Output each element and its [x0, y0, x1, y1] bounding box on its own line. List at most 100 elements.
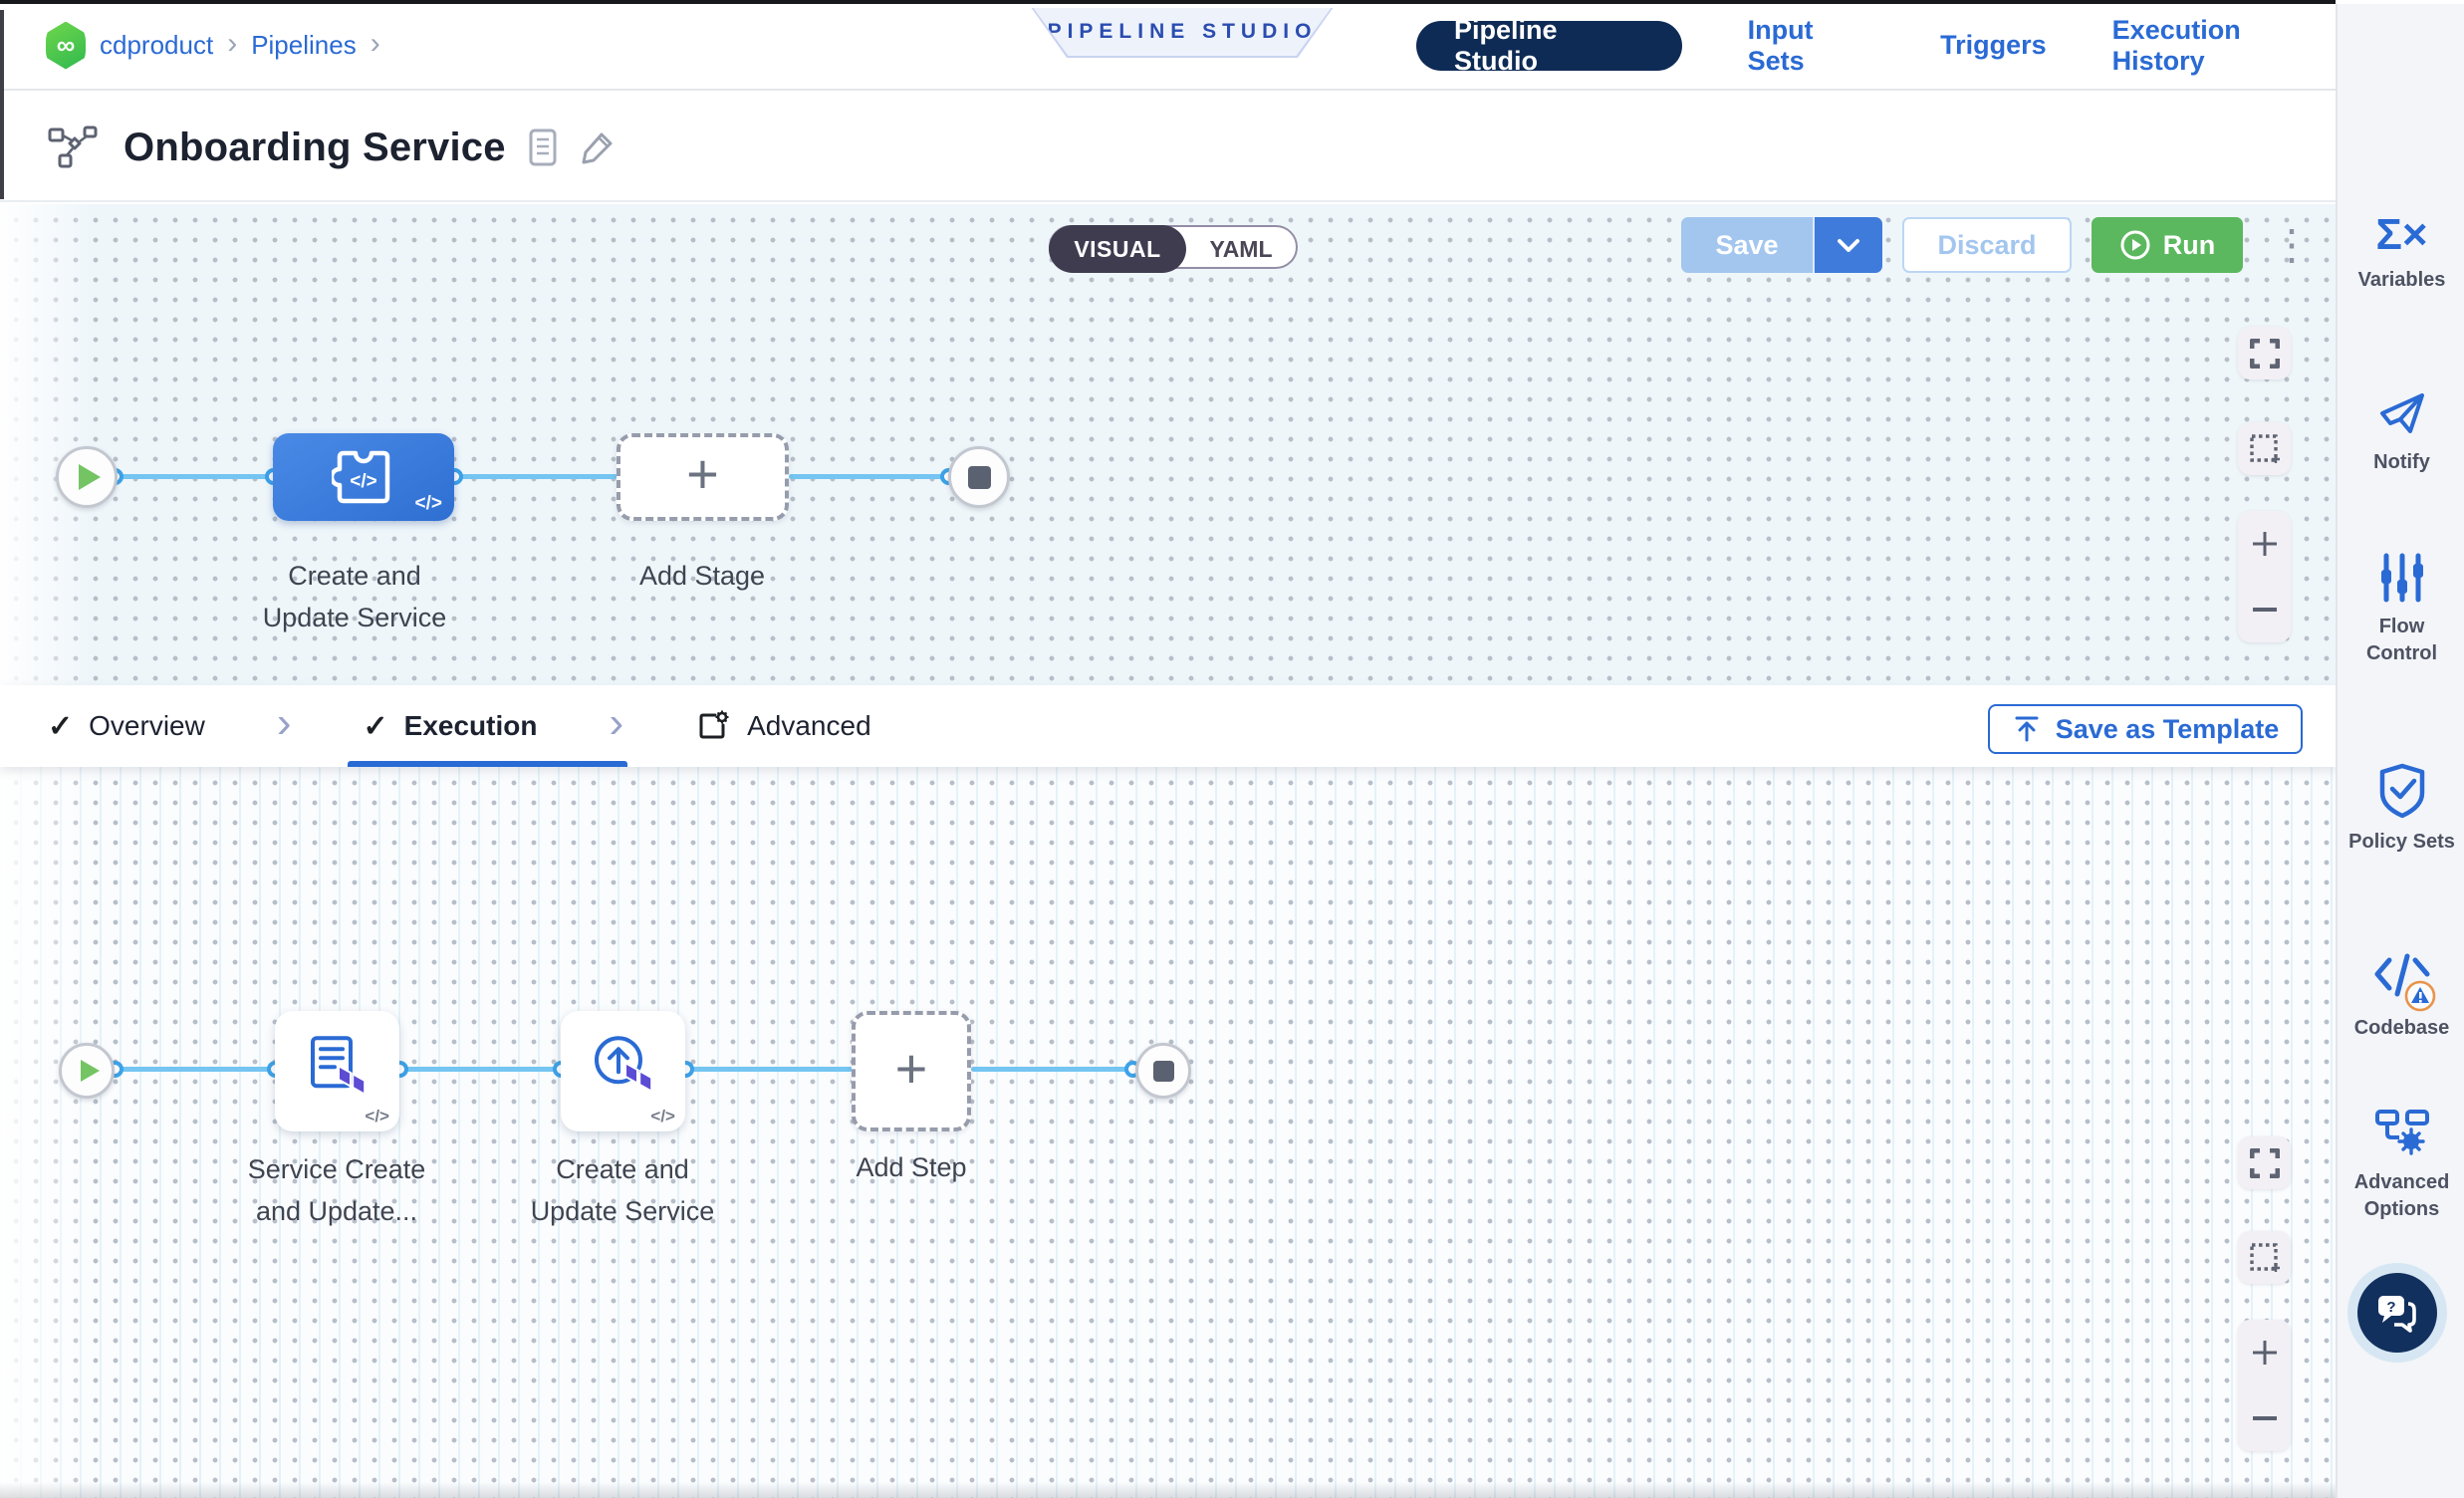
- window-edge: [0, 0, 2336, 4]
- breadcrumb-project-link[interactable]: cdproduct: [100, 30, 214, 60]
- fit-icon: [2249, 1147, 2280, 1178]
- stage-canvas[interactable]: </> </> Create and Update Service + Add …: [0, 204, 2336, 685]
- apply-rollout-icon: [589, 1032, 658, 1103]
- stop-icon: [967, 465, 991, 489]
- play-icon: [79, 464, 101, 490]
- edge-addstage-end: [789, 474, 949, 479]
- discard-button[interactable]: Discard: [1902, 217, 2072, 273]
- edge: [95, 1067, 276, 1072]
- save-dropdown-button[interactable]: [1813, 217, 1882, 273]
- edge-stage-addstage: [454, 474, 617, 479]
- nav-tab-pipeline-studio[interactable]: Pipeline Studio: [1416, 15, 1682, 76]
- dot-grid: [0, 767, 2336, 1498]
- save-button[interactable]: Save: [1681, 217, 1813, 273]
- codebase-warning-badge: [2404, 980, 2435, 1012]
- step-create-update-service[interactable]: </>: [561, 1011, 685, 1131]
- visual-yaml-toggle[interactable]: VISUAL YAML: [1049, 225, 1298, 273]
- zoom-control: [2238, 1320, 2291, 1451]
- add-stage-label: Add Stage: [638, 561, 766, 591]
- edit-pencil-icon[interactable]: [580, 129, 616, 165]
- check-icon: ✓: [48, 709, 74, 743]
- chevron-right-icon: ›: [609, 698, 624, 747]
- upload-icon: [2015, 716, 2039, 742]
- minus-icon: [2252, 608, 2277, 612]
- edge: [685, 1067, 853, 1072]
- save-as-template-button[interactable]: Save as Template: [1988, 704, 2303, 754]
- help-chat-icon: ?: [2378, 1296, 2416, 1333]
- zoom-in-button[interactable]: [2238, 1320, 2291, 1385]
- pipeline-start-node[interactable]: [56, 446, 118, 508]
- plus-icon: [2252, 532, 2277, 556]
- minus-icon: [2252, 1416, 2277, 1420]
- help-chat-button[interactable]: ?: [2357, 1273, 2437, 1353]
- svg-text:?: ?: [2386, 1299, 2395, 1316]
- pipeline-end-node[interactable]: [948, 446, 1010, 508]
- tab-overview[interactable]: ✓ Overview: [48, 709, 205, 743]
- codebase-icon: [2374, 953, 2429, 997]
- sidebar-item-advanced-options[interactable]: Advanced Options: [2338, 1108, 2464, 1223]
- code-marker-icon: </>: [414, 493, 442, 514]
- marquee-icon: [2249, 433, 2280, 463]
- tab-execution[interactable]: ✓ Execution: [363, 709, 538, 743]
- zoom-control: [2238, 511, 2291, 642]
- sidebar-item-codebase[interactable]: Codebase: [2338, 950, 2464, 1042]
- toggle-visual[interactable]: VISUAL: [1049, 225, 1186, 273]
- fit-to-screen-button[interactable]: [2238, 327, 2291, 379]
- right-sidebar: Σ× Variables Notify Flow Control Policy …: [2336, 4, 2464, 1498]
- play-icon: [80, 1060, 100, 1082]
- run-button[interactable]: Run: [2092, 217, 2243, 273]
- stage-label: Create and Update Service: [262, 561, 447, 632]
- edge: [399, 1067, 562, 1072]
- execution-end-node[interactable]: [1135, 1043, 1191, 1099]
- marquee-select-button[interactable]: [2238, 1231, 2291, 1284]
- add-step-label: Add Step: [856, 1152, 967, 1182]
- save-button-group: Save: [1681, 217, 1882, 273]
- marquee-icon: [2249, 1242, 2280, 1272]
- breadcrumb-pipelines-link[interactable]: Pipelines: [251, 30, 357, 60]
- zoom-out-button[interactable]: [2238, 1385, 2291, 1451]
- custom-stage-icon: </>: [332, 450, 390, 504]
- nav-tab-triggers[interactable]: Triggers: [1940, 30, 2047, 60]
- fit-icon: [2249, 338, 2280, 369]
- flow-control-sliders-icon: [2380, 553, 2423, 603]
- step-label: Create and Update Service: [530, 1154, 715, 1226]
- code-marker-icon: </>: [365, 1107, 389, 1125]
- sidebar-item-policy-sets[interactable]: Policy Sets: [2338, 763, 2464, 856]
- plus-icon: +: [686, 442, 719, 505]
- variables-icon: Σ×: [2375, 210, 2428, 259]
- more-options-button[interactable]: ⋮: [2271, 221, 2313, 269]
- sidebar-item-flow-control[interactable]: Flow Control: [2338, 552, 2464, 667]
- toggle-yaml[interactable]: YAML: [1209, 235, 1273, 262]
- edge-start-stage: [95, 474, 274, 479]
- nav-tab-execution-history[interactable]: Execution History: [2111, 14, 2241, 76]
- nav-tab-input-sets[interactable]: Input Sets: [1747, 14, 1814, 76]
- chevron-right-icon: ›: [370, 26, 380, 60]
- stop-icon: [1152, 1060, 1174, 1082]
- step-service-create-update[interactable]: </>: [275, 1011, 399, 1131]
- zoom-out-button[interactable]: [2238, 577, 2291, 642]
- stage-config-tabbar: ✓ Overview › ✓ Execution › Advanced: [0, 685, 2336, 767]
- execution-step-canvas[interactable]: </> Service Create and Update... </> C: [0, 767, 2336, 1498]
- notes-icon[interactable]: [528, 128, 558, 166]
- pipeline-studio-banner: PIPELINE STUDIO: [1031, 8, 1334, 58]
- plus-icon: [2252, 1341, 2277, 1365]
- window-edge: [0, 10, 4, 199]
- add-stage-button[interactable]: +: [616, 433, 789, 521]
- harness-logo-icon[interactable]: ∞: [46, 21, 86, 70]
- pipeline-title: Onboarding Service: [123, 125, 506, 169]
- fit-to-screen-button[interactable]: [2238, 1136, 2291, 1189]
- sidebar-item-variables[interactable]: Σ× Variables: [2357, 210, 2446, 292]
- chevron-right-icon: ›: [227, 26, 238, 60]
- stage-node-create-update-service[interactable]: </> </>: [273, 433, 454, 521]
- chevron-right-icon: ›: [276, 698, 292, 747]
- step-label: Service Create and Update...: [247, 1154, 426, 1226]
- sidebar-item-notify[interactable]: Notify: [2338, 387, 2464, 476]
- tab-advanced[interactable]: Advanced: [695, 708, 871, 744]
- marquee-select-button[interactable]: [2238, 422, 2291, 475]
- zoom-in-button[interactable]: [2238, 511, 2291, 577]
- execution-start-node[interactable]: [59, 1043, 115, 1099]
- code-marker-icon: </>: [650, 1107, 675, 1125]
- add-step-button[interactable]: +: [852, 1011, 971, 1131]
- notify-paper-plane-icon: [2379, 393, 2424, 433]
